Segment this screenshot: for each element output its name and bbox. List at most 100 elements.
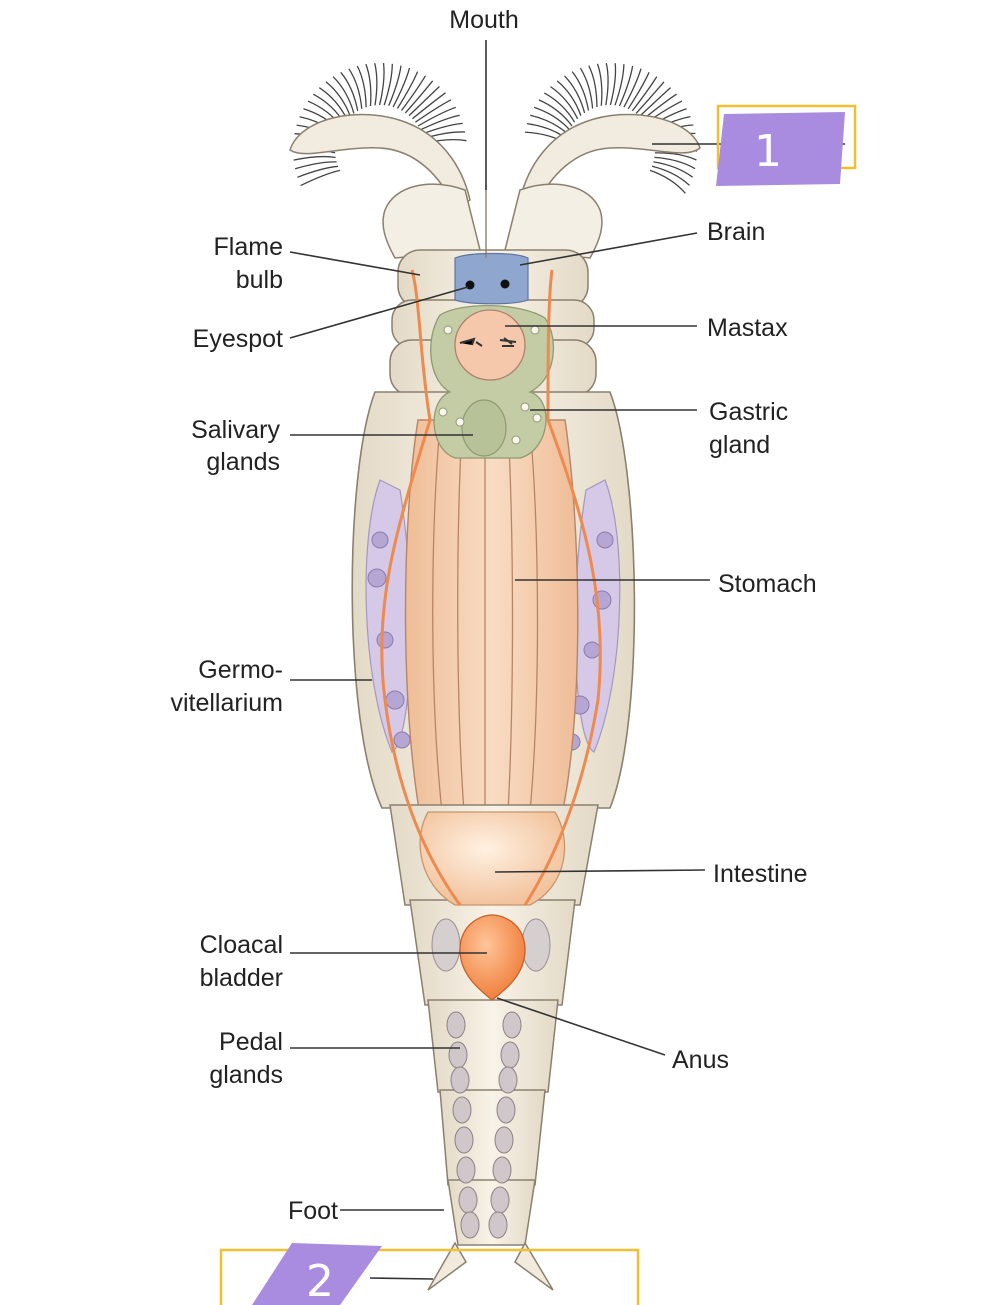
label-germo-line1: Germo- bbox=[198, 656, 283, 684]
pedal-gland bbox=[488, 1211, 508, 1239]
cilium bbox=[400, 75, 426, 111]
cilium bbox=[564, 75, 586, 114]
cilium bbox=[618, 65, 634, 107]
corona-lobe-left bbox=[289, 113, 471, 210]
label-brain: Brain bbox=[707, 218, 765, 246]
cilium bbox=[374, 63, 378, 106]
stomach bbox=[404, 419, 579, 816]
label-intestine: Intestine bbox=[713, 860, 808, 888]
pedal-gland bbox=[492, 1156, 512, 1184]
intestine bbox=[419, 811, 566, 906]
cilium bbox=[365, 63, 372, 107]
label-gastric-line1: Gastric bbox=[709, 398, 788, 426]
cilium bbox=[417, 106, 457, 127]
pedal-gland bbox=[452, 1096, 472, 1124]
label-flame-bulb-line1: Flame bbox=[214, 233, 283, 261]
answer-box-1[interactable]: 1 bbox=[716, 104, 857, 186]
cilium bbox=[293, 155, 336, 161]
pedal-glands bbox=[446, 1011, 522, 1239]
head-lobe-left bbox=[382, 183, 481, 259]
pedal-gland bbox=[458, 1186, 478, 1214]
brain bbox=[454, 252, 529, 305]
cilium bbox=[614, 64, 625, 106]
cilium bbox=[356, 65, 367, 108]
label-pedal-line1: Pedal bbox=[219, 1028, 283, 1056]
pedal-gland bbox=[448, 1041, 468, 1069]
cilium bbox=[408, 86, 440, 117]
pedal-gland bbox=[490, 1186, 510, 1214]
label-stomach: Stomach bbox=[718, 570, 817, 598]
cilium bbox=[538, 99, 573, 127]
label-salivary-line2: glands bbox=[206, 448, 280, 476]
answer-marker-1 bbox=[716, 112, 845, 186]
cilium bbox=[635, 81, 665, 114]
pedal-gland bbox=[456, 1156, 476, 1184]
pedal-gland bbox=[450, 1066, 470, 1094]
answer-number-2: 2 bbox=[306, 1256, 334, 1305]
cilium bbox=[579, 67, 594, 109]
pedal-gland bbox=[502, 1011, 522, 1039]
mastax bbox=[454, 309, 526, 381]
cilium bbox=[571, 71, 590, 111]
cilium bbox=[609, 63, 617, 106]
cilium bbox=[294, 161, 337, 170]
cilium bbox=[631, 76, 658, 112]
cilium bbox=[556, 80, 582, 116]
label-cloacal-line1: Cloacal bbox=[200, 931, 283, 959]
answer-marker-2 bbox=[252, 1243, 382, 1305]
cilium bbox=[588, 65, 598, 108]
cilium bbox=[404, 80, 434, 114]
pedal-gland bbox=[454, 1126, 474, 1154]
cilium bbox=[596, 63, 603, 106]
cilium bbox=[318, 87, 348, 120]
eyespot-right bbox=[500, 279, 510, 289]
cloacal-bladder bbox=[459, 914, 526, 1001]
pedal-gland bbox=[500, 1041, 520, 1069]
cilium bbox=[543, 92, 576, 123]
label-mastax: Mastax bbox=[707, 314, 788, 342]
cilium bbox=[623, 68, 642, 108]
pedal-gland bbox=[446, 1011, 466, 1039]
cilium bbox=[420, 114, 460, 131]
label-cloacal-line2: bladder bbox=[200, 964, 283, 992]
cilium bbox=[654, 156, 696, 170]
cilium bbox=[550, 86, 579, 120]
cilium bbox=[627, 72, 650, 110]
cilium bbox=[348, 68, 363, 109]
label-salivary-line1: Salivary bbox=[191, 416, 280, 444]
cilium bbox=[378, 63, 385, 106]
label-pedal-line2: glands bbox=[209, 1061, 283, 1089]
cilium bbox=[340, 71, 359, 112]
label-eyespot: Eyespot bbox=[193, 325, 283, 353]
label-foot: Foot bbox=[288, 1197, 338, 1225]
cilium bbox=[392, 67, 411, 108]
label-mouth: Mouth bbox=[449, 6, 518, 34]
pedal-gland bbox=[498, 1066, 518, 1094]
answer-box-2[interactable]: 2 bbox=[219, 1243, 640, 1305]
label-germo-line2: vitellarium bbox=[170, 689, 283, 717]
cilium bbox=[533, 106, 571, 131]
pedal-gland bbox=[496, 1096, 516, 1124]
mastax-region bbox=[430, 304, 555, 459]
head-lobe-right bbox=[504, 183, 603, 259]
cilium bbox=[388, 65, 402, 107]
pedal-gland bbox=[494, 1126, 514, 1154]
label-gastric-line2: gland bbox=[709, 431, 770, 459]
cilium bbox=[651, 165, 690, 186]
corona bbox=[289, 62, 701, 259]
cilium bbox=[297, 165, 339, 178]
cilium bbox=[649, 169, 686, 194]
cilium bbox=[411, 92, 446, 120]
cilium bbox=[332, 76, 355, 114]
cilium bbox=[300, 169, 341, 187]
label-anus: Anus bbox=[672, 1046, 729, 1074]
cilium bbox=[639, 87, 672, 117]
cilium bbox=[654, 152, 697, 161]
protonephridia bbox=[380, 269, 602, 906]
salivary-gland-body bbox=[461, 399, 507, 457]
cilium bbox=[383, 63, 393, 106]
pedal-gland bbox=[460, 1211, 480, 1239]
answer-number-1: 1 bbox=[754, 126, 782, 177]
label-flame-bulb-line2: bulb bbox=[236, 266, 283, 294]
